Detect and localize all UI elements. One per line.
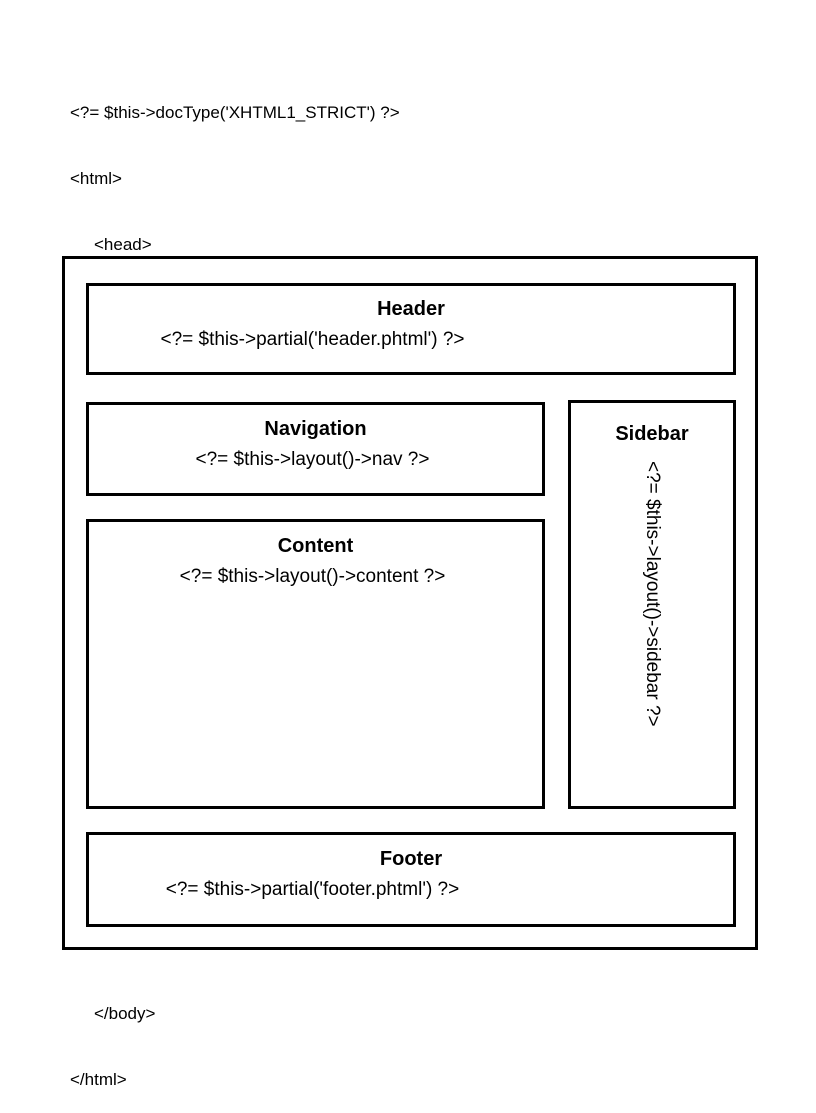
code-line-body-close: </body> bbox=[94, 1004, 156, 1023]
code-line-html-open: <html> bbox=[70, 169, 122, 188]
region-title-navigation: Navigation bbox=[264, 418, 367, 440]
region-code-footer: <?= $this->partial('footer.phtml') ?> bbox=[165, 879, 460, 900]
region-title-sidebar: Sidebar bbox=[615, 423, 689, 445]
code-line-doctype: <?= $this->docType('XHTML1_STRICT') ?> bbox=[70, 103, 400, 122]
region-code-header: <?= $this->partial('header.phtml') ?> bbox=[160, 329, 465, 350]
region-code-content: <?= $this->layout()->content ?> bbox=[179, 566, 446, 587]
region-box-footer: Footer <?= $this->partial('footer.phtml'… bbox=[86, 832, 736, 927]
region-box-navigation: Navigation <?= $this->layout()->nav ?> bbox=[86, 402, 545, 496]
code-line-head-open: <head> bbox=[94, 235, 152, 254]
region-box-sidebar: Sidebar <?= $this->layout()->sidebar ?> bbox=[568, 400, 736, 809]
region-box-header: Header <?= $this->partial('header.phtml'… bbox=[86, 283, 736, 375]
layout-diagram-frame: Header <?= $this->partial('header.phtml'… bbox=[62, 256, 758, 950]
region-box-content: Content <?= $this->layout()->content ?> bbox=[86, 519, 545, 809]
region-code-sidebar: <?= $this->layout()->sidebar ?> bbox=[642, 461, 663, 727]
region-title-footer: Footer bbox=[379, 848, 443, 870]
region-code-navigation: <?= $this->layout()->nav ?> bbox=[195, 449, 430, 470]
region-title-header: Header bbox=[377, 298, 445, 320]
code-line-html-close: </html> bbox=[70, 1070, 127, 1089]
region-title-content: Content bbox=[277, 535, 354, 557]
code-block-bottom: </body> </html> bbox=[70, 959, 155, 1113]
region-code-sidebar-wrapper: <?= $this->layout()->sidebar ?> bbox=[571, 455, 733, 806]
